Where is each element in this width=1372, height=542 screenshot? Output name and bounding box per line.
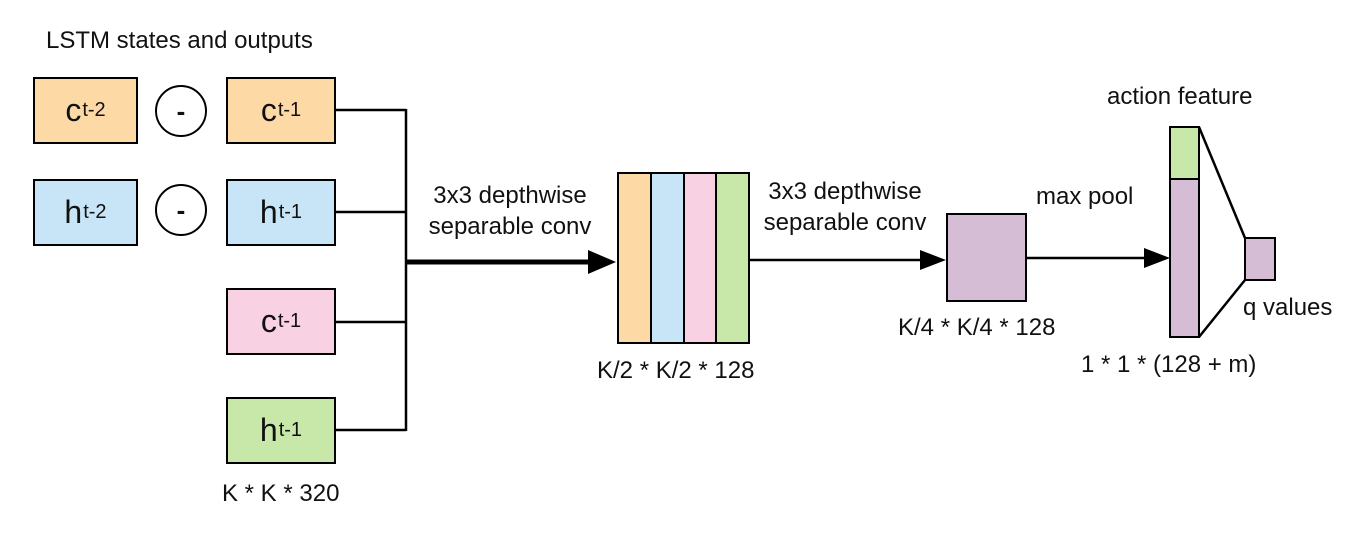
stack-slice-pink: [683, 172, 717, 344]
q-values-label: q values: [1243, 294, 1333, 321]
input-var: h: [64, 194, 83, 230]
input-dims-label: K * K * 320: [222, 480, 340, 507]
input-var: c: [260, 92, 277, 128]
input-subscript: t-2: [82, 99, 106, 121]
input-var: h: [259, 412, 278, 448]
conv1-label-line1: 3x3 depthwise: [433, 182, 587, 209]
stack-slice-blue: [650, 172, 685, 344]
conv2-label-line2: separable conv: [763, 209, 927, 236]
input-var: h: [259, 194, 278, 230]
conv2-label-line1: 3x3 depthwise: [768, 178, 922, 205]
input-subscript: t-1: [278, 419, 303, 441]
max-pool-label: max pool: [1036, 183, 1134, 210]
conv1-label-line2: separable conv: [428, 213, 592, 240]
input-subscript: t-1: [277, 310, 302, 332]
pool-dims-label: K/4 * K/4 * 128: [898, 314, 1056, 341]
concat-feature-block: [1169, 178, 1200, 338]
elementwise-operator-c: -: [155, 85, 207, 137]
action-feature-block: [1169, 126, 1200, 180]
stack-slice-green: [715, 172, 750, 344]
stack-slice-orange: [617, 172, 652, 344]
input-var: c: [260, 303, 277, 339]
fc-line-top: [1197, 126, 1247, 239]
input-subscript: t-2: [83, 201, 107, 223]
stack-dims-label: K/2 * K/2 * 128: [597, 357, 755, 384]
input-subscript: t-1: [278, 201, 303, 223]
q-values-block: [1244, 237, 1276, 281]
action-feature-label: action feature: [1107, 83, 1253, 110]
conv2-arrowhead: [920, 250, 946, 270]
maxpool-arrowhead: [1144, 248, 1170, 268]
concat-dims-label: 1 * 1 * (128 + m): [1081, 351, 1257, 378]
elementwise-operator-h: -: [155, 184, 207, 236]
input-subscript: t-1: [277, 99, 302, 121]
input-var: c: [65, 92, 82, 128]
diagram-title: LSTM states and outputs: [46, 27, 313, 54]
fc-line-bottom: [1198, 279, 1246, 338]
pool-block: [946, 213, 1027, 302]
conv1-arrowhead: [588, 250, 616, 274]
